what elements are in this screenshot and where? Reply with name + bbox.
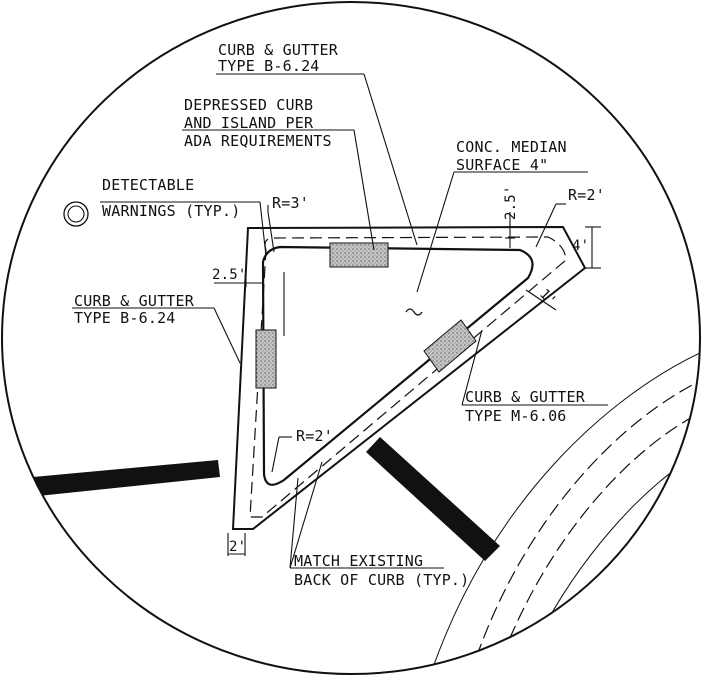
dimension-marks — [214, 212, 601, 556]
label-detect-line1: DETECTABLE — [102, 176, 194, 194]
dim-r2-top: R=2' — [568, 186, 605, 204]
stop-bar-left — [2, 460, 220, 500]
label-curb-m-line1: CURB & GUTTER — [465, 388, 586, 406]
label-median-line2: SURFACE 4" — [456, 156, 548, 174]
label-curb-left-line1: CURB & GUTTER — [74, 292, 195, 310]
leader-lines — [72, 73, 608, 569]
label-depressed-line1: DEPRESSED CURB — [184, 96, 313, 114]
label-match-line2: BACK OF CURB (TYP.) — [294, 571, 469, 589]
label-curb-top-line1: CURB & GUTTER — [218, 41, 339, 59]
label-detect-line2: WARNINGS (TYP.) — [102, 202, 240, 220]
surface-symbol-icon — [405, 308, 423, 316]
label-curb-left-line2: TYPE B-6.24 — [74, 309, 176, 327]
island-face-of-curb — [261, 245, 534, 486]
label-depressed-line2: AND ISLAND PER — [184, 114, 314, 132]
label-depressed-line3: ADA REQUIREMENTS — [184, 132, 332, 150]
label-curb-m-line2: TYPE M-6.06 — [465, 407, 567, 425]
dim-r3: R=3' — [272, 194, 309, 212]
label-median-line1: CONC. MEDIAN — [456, 138, 567, 156]
stop-bar-right — [366, 437, 500, 561]
island-gutter-line — [249, 236, 567, 518]
manhole-icon — [63, 201, 89, 227]
detectable-warning-pads — [255, 242, 477, 389]
label-match-line1: MATCH EXISTING — [294, 552, 423, 570]
dim-2-5-top: 2.5' — [503, 185, 519, 220]
dim-4: 4' — [572, 238, 589, 254]
label-curb-top-line2: TYPE B-6.24 — [218, 57, 320, 75]
dim-r2-bottom: R=2' — [296, 427, 333, 445]
dim-2: 2' — [229, 539, 246, 555]
dim-2-5-left: 2.5' — [212, 267, 247, 283]
